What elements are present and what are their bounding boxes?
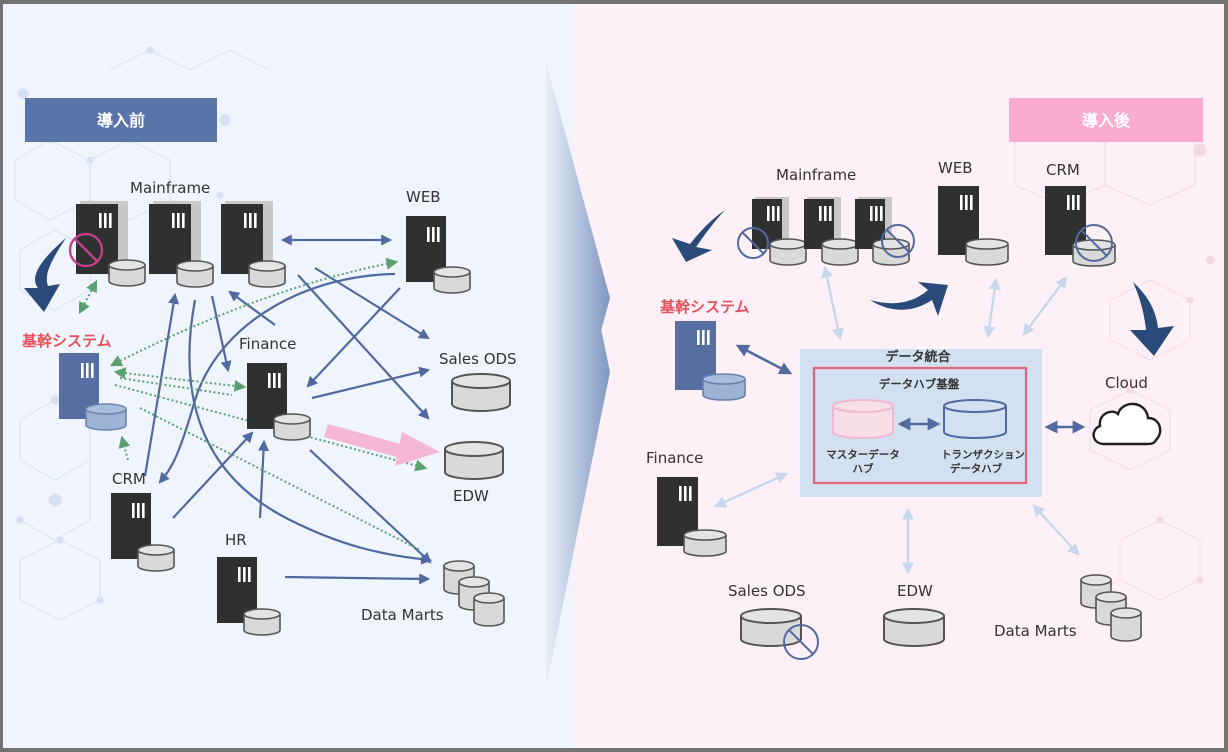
conn-finance-salesods <box>311 366 431 400</box>
transaction-hub-label-1: トランザクション <box>941 449 1025 461</box>
after-crm-label: CRM <box>1046 161 1080 179</box>
conn-hub-finance <box>713 472 789 508</box>
before-edw-label: EDW <box>453 487 489 505</box>
before-crm: CRM <box>111 470 175 572</box>
after-edw-label: EDW <box>897 582 933 600</box>
before-core-system-label: 基幹システム <box>21 332 112 350</box>
before-data-marts: Data Marts <box>361 560 505 627</box>
dotted-crm-core <box>118 435 131 461</box>
prohibited-icon <box>881 224 915 258</box>
data-integration-box: データ統合 データハブ基盤 マスターデータ ハブ トランザクション データハブ <box>800 349 1042 497</box>
after-web: WEB <box>938 159 1009 266</box>
conn-hr-datamarts <box>284 573 431 585</box>
after-mainframe-label: Mainframe <box>776 166 856 184</box>
after-connections <box>713 265 1080 575</box>
before-web: WEB <box>406 188 471 294</box>
before-finance: Finance <box>239 335 311 441</box>
conn-mainframe-datamarts <box>188 299 433 565</box>
transition-chevron-shape <box>546 62 610 688</box>
master-hub-label-2: ハブ <box>853 462 874 475</box>
conn-hub-core-system <box>735 344 793 375</box>
prohibited-icon <box>783 624 819 660</box>
before-hr: HR <box>217 531 281 636</box>
after-curved-arrow-right <box>1130 282 1174 356</box>
cloud-icon <box>1092 402 1162 446</box>
before-sales-ods-label: Sales ODS <box>439 350 517 368</box>
prohibited-icon <box>1075 224 1113 262</box>
before-after-diagram: 導入前 Mainframe <box>3 4 1224 748</box>
before-core-system: 基幹システム <box>21 332 127 431</box>
before-header: 導入前 <box>25 98 217 142</box>
conn-hub-web <box>983 277 1001 339</box>
after-data-marts: Data Marts <box>994 574 1142 642</box>
after-curved-arrow-left <box>672 210 725 262</box>
dotted-core-edw <box>114 384 428 472</box>
conn-hub-mainframe <box>821 265 844 341</box>
dotted-core-finance <box>113 367 247 392</box>
after-curved-arrow-mid <box>870 282 948 316</box>
after-cloud-label: Cloud <box>1105 374 1148 392</box>
before-web-label: WEB <box>406 188 441 206</box>
conn-finance-datamarts <box>309 449 432 564</box>
before-data-marts-label: Data Marts <box>361 606 444 624</box>
before-header-text: 導入前 <box>97 111 145 130</box>
dotted-core-datamarts <box>139 407 421 551</box>
after-core-system-label: 基幹システム <box>659 298 750 316</box>
master-data-hub: マスターデータ ハブ <box>826 399 900 475</box>
before-finance-label: Finance <box>239 335 296 353</box>
transaction-data-hub: トランザクション データハブ <box>941 399 1025 475</box>
after-core-system: 基幹システム <box>659 298 750 401</box>
before-mainframe-label: Mainframe <box>130 179 210 197</box>
after-header-text: 導入後 <box>1082 111 1131 130</box>
after-cloud: Cloud <box>1092 374 1162 446</box>
master-hub-label-1: マスターデータ <box>826 448 900 461</box>
conn-crm-finance <box>172 431 254 519</box>
after-crm: CRM <box>1045 161 1116 267</box>
conn-hr-finance <box>258 439 270 519</box>
prohibited-icon <box>68 232 104 268</box>
transaction-hub-label-2: データハブ <box>950 462 1003 475</box>
after-web-label: WEB <box>938 159 973 177</box>
before-sales-ods: Sales ODS <box>439 350 517 412</box>
before-hr-label: HR <box>225 531 247 549</box>
data-hub-platform-border <box>812 366 1028 485</box>
after-header: 導入後 <box>1009 98 1203 142</box>
after-dark-connections <box>735 344 1086 434</box>
before-dotted-connections <box>78 257 428 551</box>
dotted-core-mainframe <box>78 279 98 315</box>
after-finance: Finance <box>646 449 727 557</box>
hub-platform-title: データハブ基盤 <box>879 377 960 391</box>
before-mainframe: Mainframe <box>68 179 286 288</box>
after-mainframe: Mainframe <box>737 166 915 266</box>
after-sales-ods-label: Sales ODS <box>728 582 806 600</box>
prohibited-icon <box>737 227 769 259</box>
highlight-arrow-finance-edw <box>324 424 440 466</box>
dotted-core-finance-2 <box>119 377 233 396</box>
before-crm-label: CRM <box>112 470 146 488</box>
before-curved-arrow <box>24 238 66 312</box>
after-data-marts-label: Data Marts <box>994 622 1077 640</box>
after-edw: EDW <box>883 582 945 647</box>
after-sales-ods: Sales ODS <box>728 582 819 660</box>
conn-hub-crm <box>1022 276 1068 336</box>
conn-hub-datamarts <box>1032 504 1080 556</box>
after-finance-label: Finance <box>646 449 703 467</box>
integration-title: データ統合 <box>885 349 951 365</box>
before-edw: EDW <box>444 441 504 505</box>
